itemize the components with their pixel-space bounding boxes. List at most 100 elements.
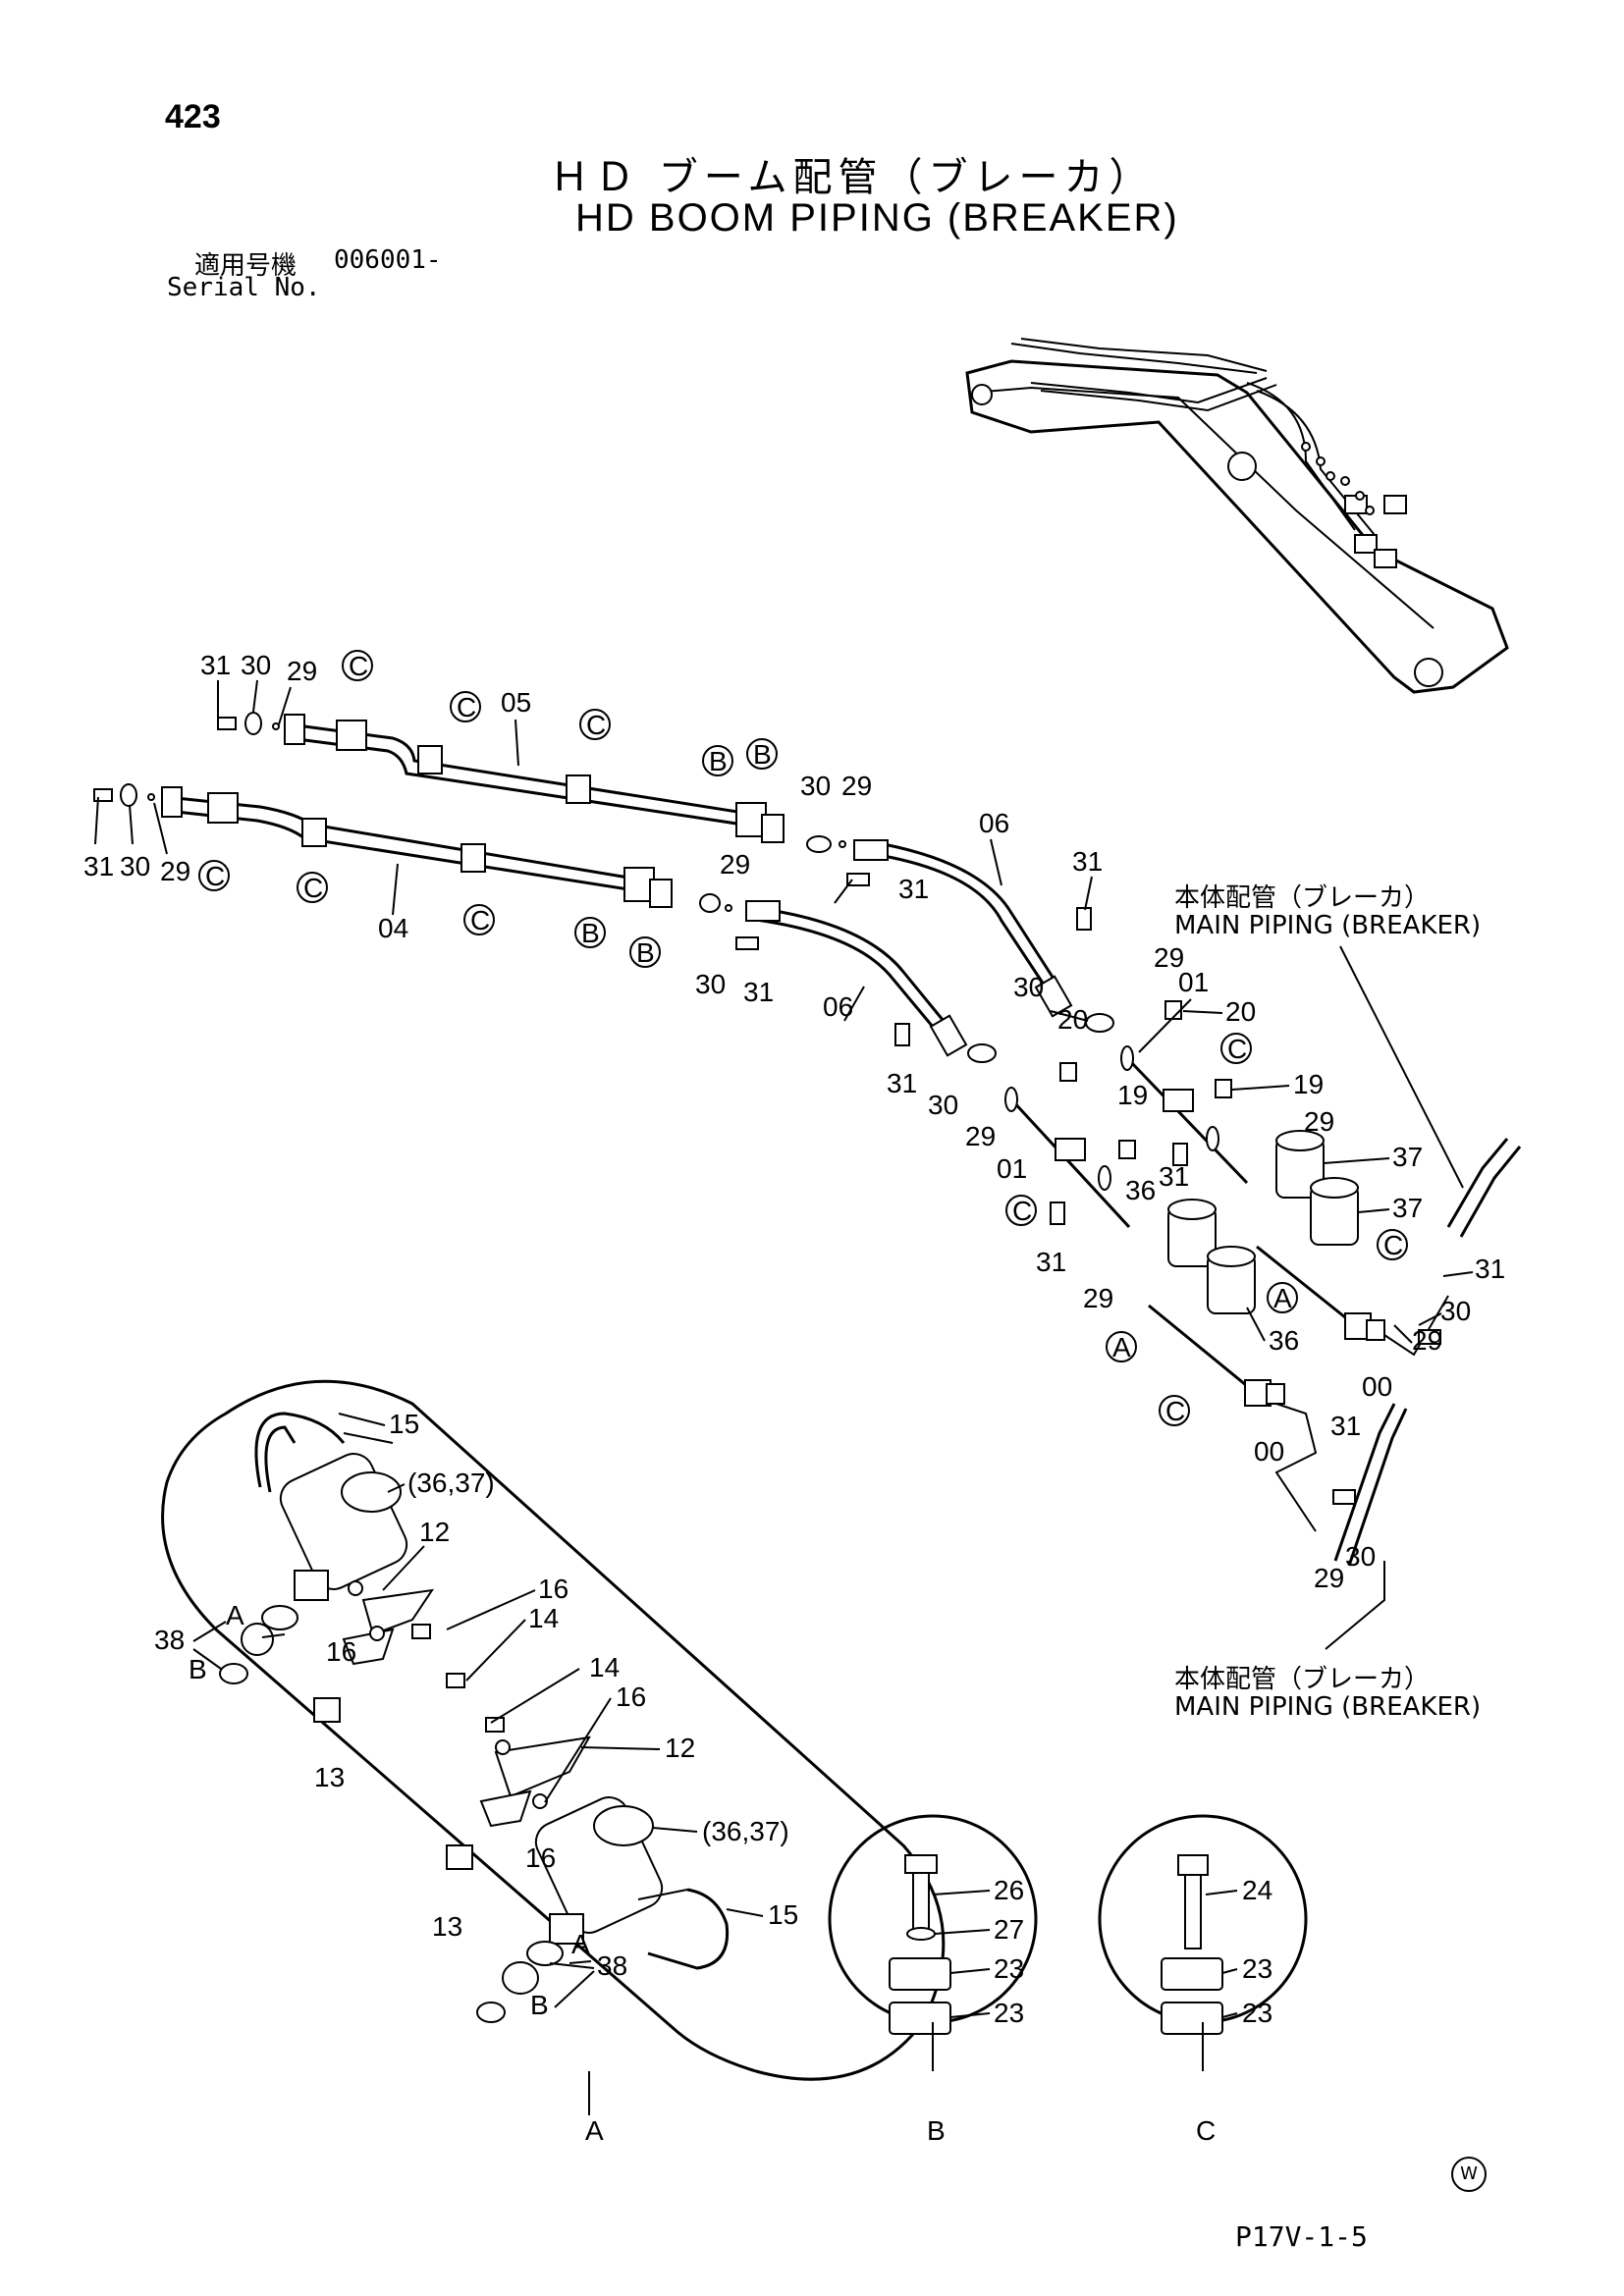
pipe-04	[161, 786, 673, 908]
detail-a-leaders	[192, 1413, 764, 2008]
svg-text:29: 29	[965, 1121, 996, 1151]
boom-overview-drawing	[965, 338, 1509, 694]
svg-text:16: 16	[326, 1636, 356, 1667]
detail-a	[161, 1379, 946, 2115]
svg-text:B: B	[709, 746, 728, 776]
svg-text:(36,37): (36,37)	[407, 1468, 495, 1498]
serial-label-japanese: 適用号機	[194, 251, 298, 281]
main-piping-label-jp-bottom: 本体配管（ブレーカ）	[1174, 1665, 1431, 1694]
svg-text:12: 12	[665, 1733, 695, 1763]
svg-text:19: 19	[1117, 1080, 1148, 1110]
svg-text:C: C	[457, 692, 476, 722]
svg-text:C: C	[1012, 1196, 1032, 1226]
marker-c-10: C	[1159, 1395, 1190, 1426]
svg-text:B: B	[189, 1654, 207, 1684]
svg-text:31: 31	[898, 874, 929, 904]
svg-text:38: 38	[154, 1625, 185, 1655]
svg-text:14: 14	[589, 1652, 620, 1682]
svg-text:13: 13	[432, 1911, 462, 1942]
svg-text:36: 36	[1125, 1175, 1156, 1205]
svg-text:A: A	[226, 1600, 244, 1630]
detail-b-callouts: 26 27 23 23 B	[927, 1875, 1024, 2146]
svg-text:01: 01	[1178, 967, 1209, 997]
svg-text:16: 16	[616, 1682, 646, 1712]
svg-text:06: 06	[823, 991, 853, 1022]
svg-text:12: 12	[419, 1517, 450, 1547]
main-piping-label-en-bottom: MAIN PIPING (BREAKER)	[1174, 1692, 1482, 1722]
marker-b-1: B	[702, 745, 733, 776]
svg-text:23: 23	[994, 1953, 1024, 1984]
marker-c-1: C	[342, 650, 373, 681]
svg-text:30: 30	[1345, 1541, 1376, 1572]
detail-b-leaders	[932, 1890, 991, 2018]
svg-text:30: 30	[1013, 972, 1044, 1002]
svg-text:C: C	[1383, 1230, 1403, 1260]
svg-text:C: C	[1227, 1034, 1247, 1064]
svg-text:29: 29	[160, 856, 190, 886]
svg-text:13: 13	[314, 1762, 345, 1792]
marker-c-2: C	[450, 691, 481, 722]
svg-text:30: 30	[695, 969, 726, 999]
svg-text:A: A	[1273, 1283, 1292, 1313]
svg-text:C: C	[586, 710, 606, 740]
svg-text:20: 20	[1225, 996, 1256, 1027]
svg-text:30: 30	[1440, 1296, 1471, 1326]
svg-text:36: 36	[1269, 1325, 1299, 1356]
title-japanese: ＨＤ ブーム配管（ブレーカ）	[550, 155, 1155, 200]
detail-c-callouts: 24 23 23 C	[1196, 1875, 1272, 2146]
detail-a-callouts: 15 (36,37) 12 16 14 16 38 A B 13 14 16 1…	[154, 1409, 798, 2146]
svg-text:31: 31	[83, 851, 114, 881]
title-english: HD BOOM PIPING (BREAKER)	[575, 196, 1179, 240]
svg-text:30: 30	[120, 851, 150, 881]
svg-text:16: 16	[525, 1842, 556, 1873]
detail-c	[1098, 1814, 1308, 2071]
svg-text:05: 05	[501, 687, 531, 718]
marker-b-3: B	[574, 917, 606, 948]
marker-c-4: C	[198, 860, 230, 891]
svg-text:(36,37): (36,37)	[702, 1816, 789, 1846]
page-number: 423	[165, 98, 221, 135]
valve-assembly-group	[1004, 945, 1522, 1650]
svg-text:19: 19	[1293, 1069, 1324, 1099]
svg-text:C: C	[205, 861, 225, 891]
svg-text:31: 31	[1072, 846, 1103, 877]
marker-b-4: B	[629, 936, 661, 968]
marker-c-7: C	[1220, 1033, 1252, 1064]
svg-text:14: 14	[528, 1603, 559, 1633]
marker-c-3: C	[579, 709, 611, 740]
svg-text:29: 29	[1154, 942, 1184, 973]
main-piping-label-jp-top: 本体配管（ブレーカ）	[1174, 883, 1431, 913]
watermark-w: W	[1451, 2157, 1487, 2192]
svg-text:15: 15	[389, 1409, 419, 1439]
marker-c-8: C	[1005, 1195, 1037, 1226]
svg-text:29: 29	[1314, 1563, 1344, 1593]
svg-text:C: C	[1196, 2115, 1216, 2146]
svg-text:31: 31	[887, 1068, 917, 1098]
serial-label-english: Serial No.	[167, 273, 321, 302]
svg-text:24: 24	[1242, 1875, 1272, 1905]
marker-c-5: C	[297, 872, 328, 903]
fittings-upper-left	[93, 712, 280, 807]
svg-text:29: 29	[720, 849, 750, 880]
svg-text:B: B	[927, 2115, 946, 2146]
hose-06-upper	[806, 835, 1114, 1033]
svg-text:30: 30	[800, 771, 831, 801]
hose-06-lower	[699, 893, 997, 1063]
svg-text:29: 29	[1083, 1283, 1113, 1313]
svg-text:31: 31	[1330, 1411, 1361, 1441]
svg-text:A: A	[1112, 1332, 1131, 1362]
svg-text:29: 29	[1304, 1106, 1334, 1137]
svg-text:C: C	[303, 873, 323, 903]
svg-text:C: C	[349, 651, 368, 681]
svg-text:B: B	[636, 937, 655, 968]
svg-text:A: A	[585, 2115, 604, 2146]
svg-text:31: 31	[1159, 1161, 1189, 1192]
svg-text:29: 29	[841, 771, 872, 801]
reference-markers: C C C B B C C C B B C C C A A C	[198, 650, 1408, 1426]
svg-text:A: A	[571, 1929, 590, 1959]
svg-text:C: C	[470, 905, 490, 935]
svg-text:26: 26	[994, 1875, 1024, 1905]
svg-text:37: 37	[1392, 1142, 1423, 1172]
marker-c-6: C	[463, 904, 495, 935]
